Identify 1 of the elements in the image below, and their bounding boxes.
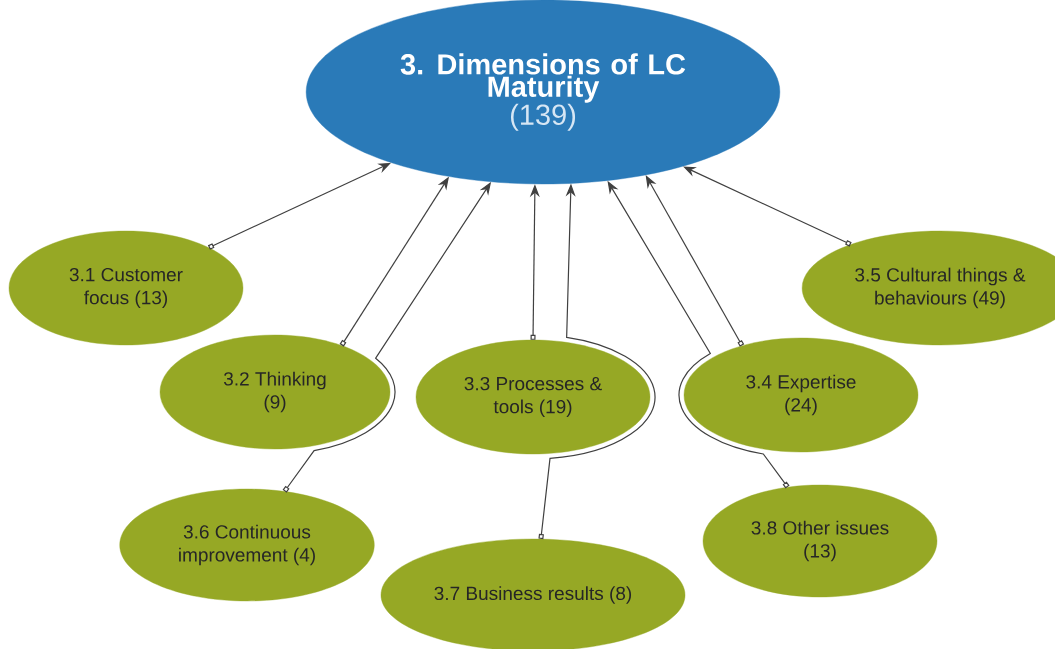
arrow — [645, 175, 745, 347]
